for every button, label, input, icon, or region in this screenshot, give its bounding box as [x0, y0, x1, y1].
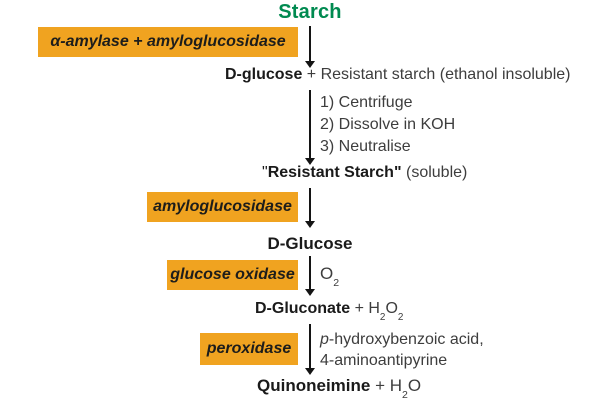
- reagent-aminoantipyrine: 4-aminoantipyrine: [320, 352, 448, 369]
- product-name-dglucose: D-glucose: [225, 66, 303, 83]
- arrow-color-reaction: [305, 324, 315, 375]
- oxygen-subscript: 2: [333, 277, 340, 290]
- workup-step-list: 1) Centrifuge 2) Dissolve in KOH 3) Neut…: [320, 92, 455, 158]
- arrow-to-dglucose2: [305, 188, 315, 228]
- workup-step-neutralise: 3) Neutralise: [320, 138, 411, 155]
- plus-sign-2: +: [370, 376, 390, 395]
- product-name-resistant-starch: Resistant Starch": [267, 164, 402, 181]
- enzyme-label-amylase-amyloglucosidase: α-amylase + amyloglucosidase: [50, 33, 286, 50]
- product-dgluconate-h2o2: D-Gluconate + H2O2: [255, 300, 403, 322]
- h2o2-h: H: [368, 300, 380, 317]
- formula-h2o: H2O: [389, 376, 422, 400]
- diagram-title-starch: Starch: [278, 1, 342, 23]
- open-quote: ": [262, 164, 268, 181]
- h2o2-sub1: 2: [379, 311, 386, 323]
- enzyme-label-amyloglucosidase: amyloglucosidase: [153, 198, 292, 215]
- reagent-p-italic: p: [320, 331, 329, 348]
- plus-sign: +: [350, 300, 369, 317]
- arrow-oxidation: [305, 256, 315, 296]
- product-resistant-starch-soluble: "Resistant Starch" (soluble): [262, 164, 467, 182]
- product-name-dgluconate: D-Gluconate: [255, 300, 351, 317]
- enzyme-label-glucose-oxidase: glucose oxidase: [170, 266, 295, 283]
- enzyme-box-amylase-amyloglucosidase: α-amylase + amyloglucosidase: [38, 27, 298, 57]
- h2o2-sub2: 2: [397, 311, 404, 323]
- enzyme-label-peroxidase: peroxidase: [206, 340, 292, 357]
- h2o2-o: O: [385, 300, 398, 317]
- enzyme-box-amyloglucosidase: amyloglucosidase: [147, 192, 298, 222]
- arrow-workup-steps: [305, 90, 315, 165]
- enzyme-box-glucose-oxidase: glucose oxidase: [167, 260, 298, 290]
- reagent-hydroxybenzoic-rest: -hydroxybenzoic acid,: [328, 331, 484, 348]
- product-dglucose-resistant-starch: D-glucose + Resistant starch (ethanol in…: [225, 66, 570, 84]
- oxygen-symbol: O: [320, 264, 334, 283]
- formula-h2o2: H2O2: [368, 300, 403, 322]
- product-quinoneimine-h2o: Quinoneimine + H2O: [257, 376, 422, 400]
- h2o-sub: 2: [402, 389, 408, 400]
- enzyme-box-peroxidase: peroxidase: [200, 333, 298, 365]
- reagent-list: p-hydroxybenzoic acid, 4-aminoantipyrine: [320, 329, 484, 371]
- reagent-hydroxybenzoic-acid: p-hydroxybenzoic acid,: [320, 329, 484, 350]
- product-name-quinoneimine: Quinoneimine: [257, 376, 371, 395]
- workup-step-dissolve-koh: 2) Dissolve in KOH: [320, 116, 456, 133]
- product-rest-soluble: (soluble): [401, 164, 468, 181]
- cofactor-oxygen: O2: [320, 264, 339, 288]
- workup-step-centrifuge: 1) Centrifuge: [320, 94, 413, 111]
- product-dglucose2: D-Glucose: [267, 234, 353, 253]
- arrow-starch-to-dglucose: [305, 26, 315, 68]
- h2o-h: H: [389, 376, 402, 395]
- h2o-o: O: [407, 376, 422, 395]
- product-rest-resistant-starch: + Resistant starch (ethanol insoluble): [302, 66, 571, 83]
